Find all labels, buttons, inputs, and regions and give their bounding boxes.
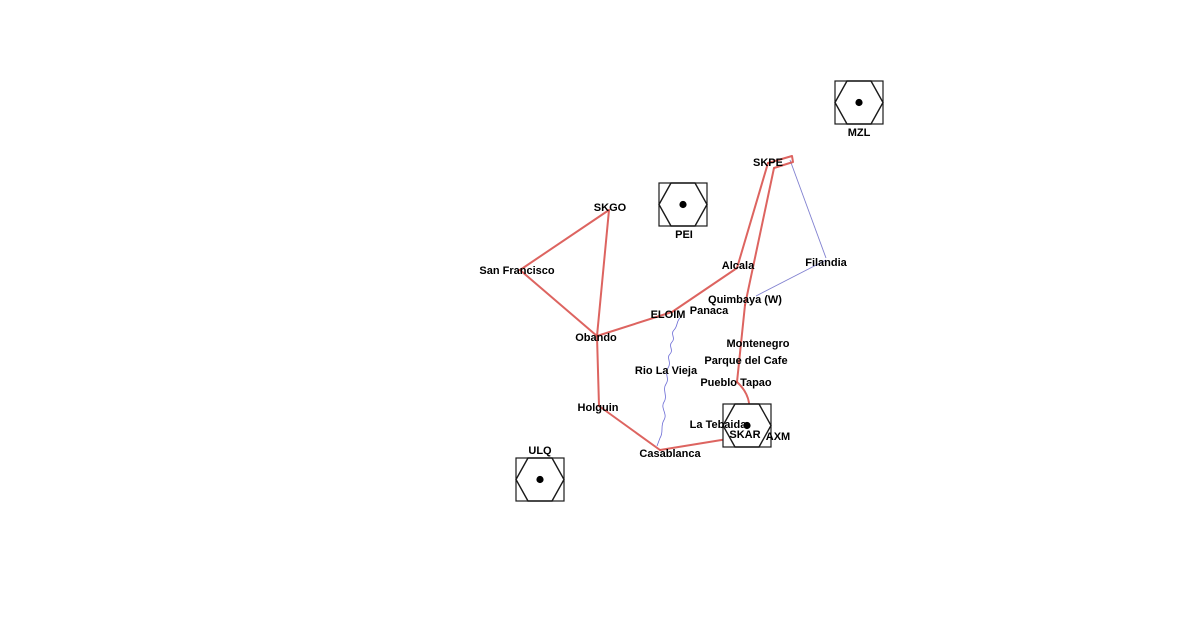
airport-icon	[722, 403, 772, 448]
route-alcala-skpe	[736, 162, 769, 269]
airport-ulq[interactable]	[515, 457, 565, 502]
route-sanfrancisco-obando	[519, 269, 598, 337]
airport-label-axm: AXM	[766, 431, 790, 443]
node-label-skar: SKAR	[729, 429, 760, 441]
node-label-quimbaya: Quimbaya (W)	[708, 294, 782, 306]
link-skpe-filandia	[789, 159, 827, 259]
airport-dot	[743, 421, 751, 430]
node-label-obando: Obando	[575, 332, 617, 344]
route-obando-holguin	[596, 335, 600, 407]
airport-dot	[855, 98, 863, 107]
node-label-eloim: ELOIM	[651, 309, 686, 321]
node-label-holguin: Holguin	[578, 402, 619, 414]
route-eloim-alcala	[671, 267, 738, 313]
node-label-montenegro: Montenegro	[727, 338, 790, 350]
node-label-parque-del-cafe: Parque del Cafe	[704, 355, 787, 367]
airport-mzl[interactable]	[834, 80, 884, 125]
route-obando-eloim	[596, 311, 673, 337]
link-filandia-quimbaya	[755, 259, 827, 297]
airport-label-ulq: ULQ	[528, 445, 552, 457]
rio-la-vieja-river	[656, 317, 681, 447]
route-quimbaya-pueblotapao	[736, 304, 746, 383]
node-label-la-tebaida: La Tebaida	[690, 419, 748, 431]
airport-icon	[834, 80, 884, 125]
node-label-casablanca: Casablanca	[639, 448, 701, 460]
node-label-panaca: Panaca	[690, 305, 729, 317]
airport-axm[interactable]	[722, 403, 772, 448]
node-label-alcala: Alcala	[722, 260, 755, 272]
airport-label-mzl: MZL	[848, 127, 871, 139]
node-label-skpe: SKPE	[753, 157, 783, 169]
airport-icon	[658, 182, 708, 227]
airport-pei[interactable]	[658, 182, 708, 227]
airport-dot	[679, 200, 687, 209]
airport-dot	[536, 475, 544, 484]
airport-icon	[515, 457, 565, 502]
node-label-san-francisco: San Francisco	[479, 265, 554, 277]
airport-label-pei: PEI	[675, 229, 693, 241]
route-holguin-casablanca	[598, 405, 661, 451]
node-label-rio-la-vieja: Rio La Vieja	[635, 365, 698, 377]
node-label-skgo: SKGO	[594, 202, 627, 214]
route-skpe-quimbaya	[744, 167, 775, 306]
route-skgo-obando	[596, 209, 610, 337]
node-label-filandia: Filandia	[805, 257, 847, 269]
node-label-pueblo-tapao: Pueblo Tapao	[700, 377, 772, 389]
route-skgo-sanfrancisco	[519, 209, 610, 271]
route-skpe-marker	[767, 155, 794, 169]
